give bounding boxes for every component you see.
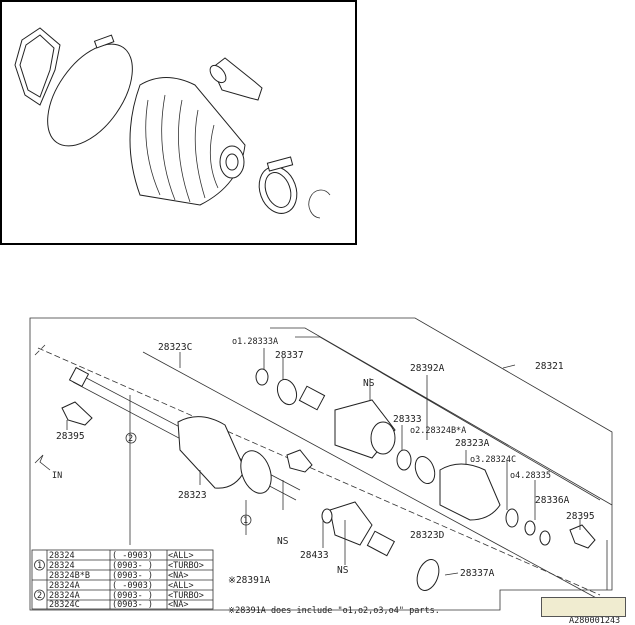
label-28395-right: 28395 xyxy=(566,511,595,522)
label-28324BA: o2.28324B*A xyxy=(410,426,466,436)
table-type: <TURBO> xyxy=(168,561,204,571)
table-date: (0903- ) xyxy=(112,561,153,571)
label-28323: 28323 xyxy=(178,490,207,501)
table-date: (0903- ) xyxy=(112,600,153,610)
table-date: ( -0903) xyxy=(112,551,153,561)
table-date: (0903- ) xyxy=(112,571,153,581)
direction-label: IN xyxy=(52,471,62,481)
main-diagram xyxy=(29,317,613,611)
inset-frame xyxy=(0,0,357,245)
callout-1: 1 xyxy=(243,516,248,526)
part-table: 1 2 28324 ( -0903) <ALL> 28324 (0903- ) … xyxy=(31,549,214,610)
tj-housing xyxy=(329,501,373,546)
table-part: 28324C xyxy=(49,600,80,610)
label-28333: 28333 xyxy=(393,414,422,425)
boot-kit-inset xyxy=(0,0,357,245)
table-group-mark: 2 xyxy=(37,591,42,601)
label-ns-2: NS xyxy=(277,536,289,547)
leader-lines xyxy=(66,348,608,590)
boot-band-small xyxy=(258,156,298,214)
label-28336A: 28336A xyxy=(535,495,570,506)
label-28321: 28321 xyxy=(535,361,564,372)
table-type: <NA> xyxy=(168,600,188,610)
inner-boot xyxy=(439,463,501,521)
label-28337A: 28337A xyxy=(460,568,495,579)
table-part: 28324 xyxy=(49,561,75,571)
label-28333A: o1.28333A xyxy=(232,337,278,347)
label-28391A: ※28391A xyxy=(228,575,271,586)
label-ns-1: NS xyxy=(363,378,375,389)
label-28392A: 28392A xyxy=(410,363,445,374)
label-28324C: o3.28324C xyxy=(470,455,516,465)
damper-inner xyxy=(569,524,596,549)
label-ns-3: NS xyxy=(337,565,349,576)
callout-2: 2 xyxy=(128,434,133,444)
snap-ring-top xyxy=(255,368,269,386)
label-28323C: 28323C xyxy=(158,342,192,353)
label-28335: o4.28335 xyxy=(510,471,551,481)
shaft-spline xyxy=(68,366,90,388)
label-28433: 28433 xyxy=(300,550,329,561)
callout-labels: 28323C o1.28333A 28337 28321 NS 28392A 2… xyxy=(34,337,620,625)
seal-ring xyxy=(276,378,298,406)
dust-cover xyxy=(209,57,263,101)
damper xyxy=(61,401,93,426)
table-type: <TURBO> xyxy=(168,591,204,601)
table-part: 28324B*B xyxy=(49,571,90,581)
axis-line xyxy=(34,344,601,596)
label-28323D: 28323D xyxy=(410,530,445,541)
boot-band xyxy=(240,450,272,494)
dust-seal xyxy=(286,449,313,473)
boot-band-large xyxy=(47,43,133,147)
table-type: <ALL> xyxy=(168,581,194,591)
diagram-frame xyxy=(29,317,613,611)
table-date: ( -0903) xyxy=(112,581,153,591)
table-group-mark: 1 xyxy=(37,561,42,571)
label-28323A: 28323A xyxy=(455,438,490,449)
label-28337: 28337 xyxy=(275,350,304,361)
watermark-logo xyxy=(541,597,626,617)
boot xyxy=(129,77,246,206)
table-type: <NA> xyxy=(168,571,188,581)
diagram-id: A280001243 xyxy=(569,616,620,625)
direction-arrow-icon xyxy=(34,454,51,471)
oil-seal xyxy=(416,559,440,591)
table-part: 28324A xyxy=(49,591,80,601)
table-part: 28324A xyxy=(49,581,80,591)
table-type: <ALL> xyxy=(168,551,194,561)
footnote: ※28391A does include "o1,o2,o3,o4" parts… xyxy=(228,606,440,616)
table-date: (0903- ) xyxy=(112,591,153,601)
table-part: 28324 xyxy=(49,551,75,561)
snap-ring xyxy=(308,189,331,219)
label-28395-left: 28395 xyxy=(56,431,85,442)
outer-boot xyxy=(177,416,246,489)
